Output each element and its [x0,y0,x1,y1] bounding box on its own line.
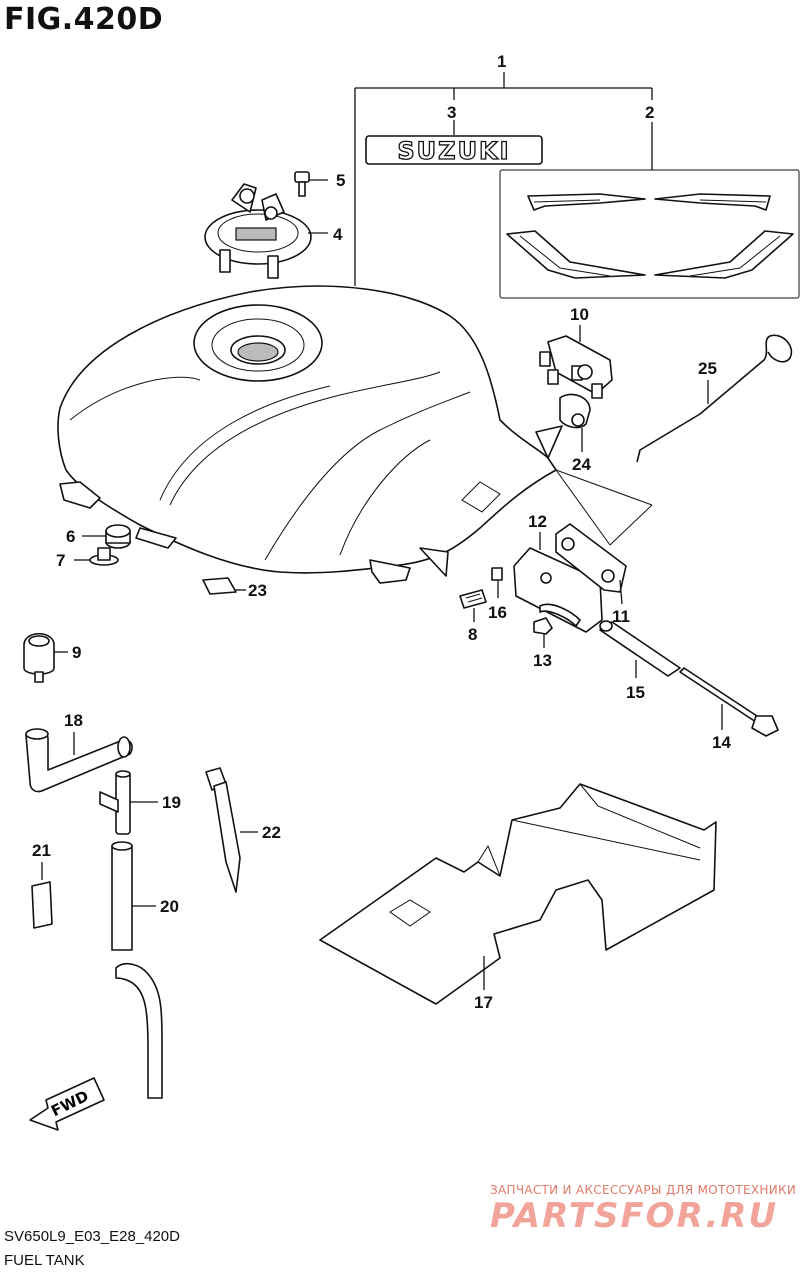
suzuki-emblem-text: SUZUKI [397,137,510,165]
fuel-cap [204,183,312,279]
prop-rod-25 [636,334,793,463]
cable-tie-22 [205,767,258,893]
callout-25: 25 [698,359,717,378]
callout-15: 15 [626,683,645,702]
label-pad-23 [202,577,246,595]
callout-11: 11 [612,607,630,626]
callout-2: 2 [645,103,654,122]
callout-13: 13 [533,651,552,670]
figure-code: SV650L9_E03_E28_420D [4,1228,180,1245]
hinge-bracket-12 [513,532,603,633]
grommet-7 [74,547,119,566]
hose-20 [111,841,163,1099]
callout-10: 10 [570,305,589,324]
bump-stop-9 [23,632,68,683]
joint-19 [99,770,158,835]
callout-9: 9 [72,643,81,662]
decal-set-bracket [354,72,653,286]
watermark-logo: PARTSFOR.RU [490,1196,779,1236]
label-21 [31,862,53,929]
bracket-10 [539,325,613,399]
callout-3: 3 [447,103,456,122]
callout-12: 12 [528,512,547,531]
callout-22: 22 [262,823,281,842]
fuel-tank [57,285,563,584]
figure-name: FUEL TANK [4,1252,85,1269]
callout-5: 5 [336,171,345,190]
callout-8: 8 [468,625,477,644]
callout-23: 23 [248,581,267,600]
label-8 [459,589,487,622]
figure-title: FIG.420D [4,2,164,37]
callout-labels: 1 2 3 4 5 6 7 8 9 10 11 12 13 14 15 16 1… [32,52,731,1012]
callout-7: 7 [56,551,65,570]
suzuki-emblem: SUZUKI [365,135,543,166]
hose-18 [25,728,133,793]
callout-21: 21 [32,841,51,860]
callout-20: 20 [160,897,179,916]
callout-4: 4 [333,225,343,244]
hinge-plate-11 [555,523,627,605]
cushion-24 [559,393,591,452]
callout-16: 16 [488,603,507,622]
bolt-14 [679,667,779,737]
callout-19: 19 [162,793,181,812]
heat-shield-17 [319,783,717,1005]
watermark-tagline: ЗАПЧАСТИ И АКСЕССУАРЫ ДЛЯ МОТОТЕХНИКИ [490,1183,797,1197]
clip-16 [491,567,503,598]
callout-18: 18 [64,711,83,730]
callout-6: 6 [66,527,75,546]
nut-13 [533,617,553,648]
callout-24: 24 [572,455,591,474]
forward-arrow: FWD [29,1077,105,1131]
stripe-decals-box [499,169,800,299]
cushion-6 [82,524,131,549]
callout-1: 1 [497,52,506,71]
callout-14: 14 [712,733,731,752]
callout-17: 17 [474,993,493,1012]
bolt-5 [294,171,328,197]
collar-15 [599,620,681,678]
